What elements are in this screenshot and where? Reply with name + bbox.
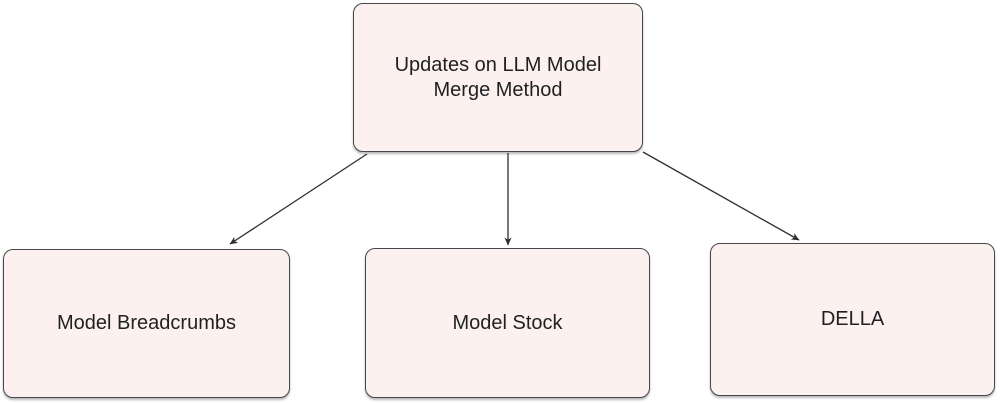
diagram-node-updates-on-llm-model-merge-method: Updates on LLM Model Merge Method xyxy=(353,3,643,152)
diagram-node-model-breadcrumbs: Model Breadcrumbs xyxy=(3,249,290,398)
node-label: Model Stock xyxy=(452,311,563,334)
edge-root-to-della xyxy=(642,151,800,241)
edge-root-to-model-breadcrumbs xyxy=(229,153,368,245)
node-label: DELLA xyxy=(820,308,885,330)
diagram-node-model-stock: Model Stock xyxy=(365,248,650,398)
node-label: Model Breadcrumbs xyxy=(57,312,236,334)
diagram-node-della: DELLA xyxy=(710,243,995,396)
node-label: Updates on LLM Model Merge Method xyxy=(394,53,602,101)
